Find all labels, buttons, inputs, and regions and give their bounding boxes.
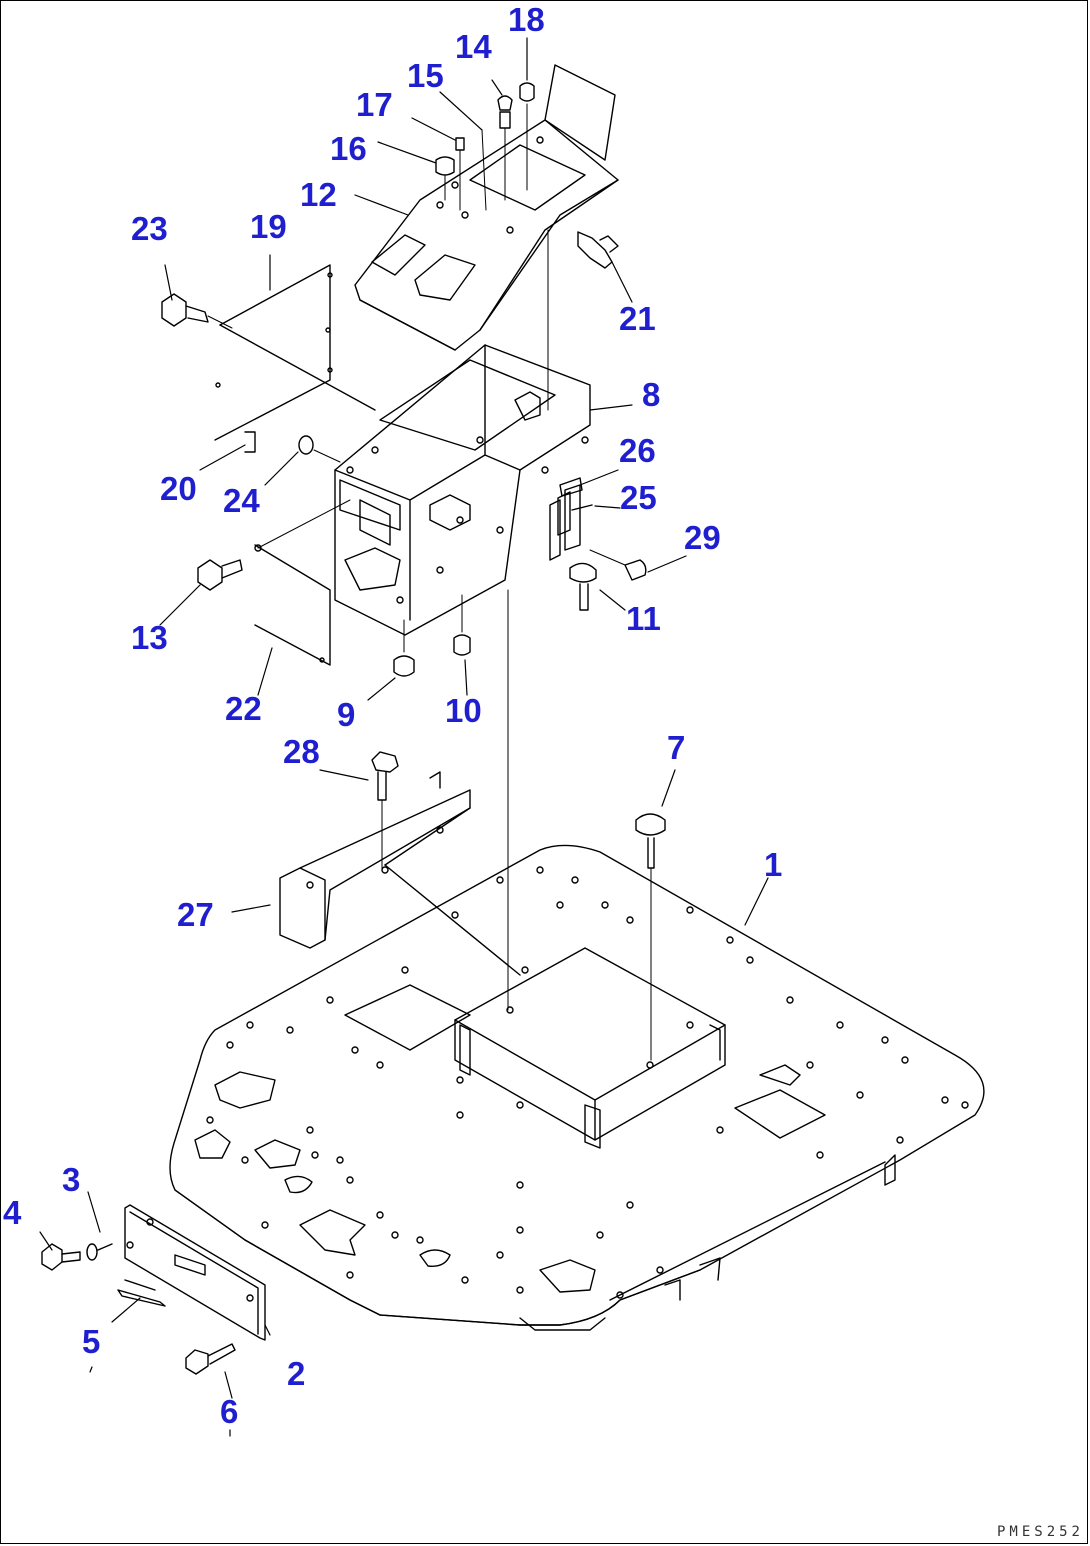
bolt-23 [161,293,233,329]
callout-4: 4 [3,1194,22,1231]
callout-26: 26 [619,432,656,469]
callout-28: 28 [283,733,320,770]
grommet-24 [298,435,341,463]
callout-1: 1 [764,846,783,883]
screw-15 [481,129,487,211]
console-cover-12 [354,64,619,351]
callout-5: 5 [82,1323,101,1360]
bolt-14 [497,95,513,201]
callout-21: 21 [619,300,656,337]
callout-29: 29 [684,519,721,556]
drawing-code: PMES252 [996,1524,1084,1540]
cap-10 [453,594,471,656]
switch-25 [557,491,593,536]
callout-20: 20 [160,470,197,507]
callout-7: 7 [667,729,686,766]
callout-22: 22 [225,690,262,727]
callout-23: 23 [131,210,168,247]
bolt-4 [41,1243,81,1271]
bolt-21 [577,231,619,269]
cap-16 [435,156,455,201]
floor-plate [169,844,985,1331]
callout-11: 11 [626,600,661,637]
cap-9 [393,619,415,677]
callout-14: 14 [455,28,492,65]
panel-22 [254,499,351,666]
callout-8: 8 [642,376,661,413]
bracket-27 [279,771,521,976]
clip-20 [244,431,256,453]
side-plate [124,1204,266,1341]
bolt-6 [185,1343,236,1375]
panel-19 [214,264,376,441]
bolt-28 [371,751,399,871]
callout-12: 12 [300,176,337,213]
callout-6: 6 [220,1393,239,1430]
console-frame-8 [334,229,591,1011]
callout-9: 9 [337,696,356,733]
callout-18: 18 [508,1,545,38]
bolt-7 [635,813,666,1061]
callout-3: 3 [62,1161,81,1198]
callout-15: 15 [407,57,444,94]
callout-24: 24 [223,482,260,519]
callout-17: 17 [356,86,393,123]
spacer-5 [117,1279,166,1307]
callout-13: 13 [131,619,168,656]
callout-19: 19 [250,208,287,245]
callout-2: 2 [287,1355,306,1392]
washer-3 [86,1243,113,1261]
callout-16: 16 [330,130,367,167]
callout-25: 25 [620,479,657,516]
cap-18 [519,82,535,191]
callout-27: 27 [177,896,214,933]
leader-lines [39,37,769,1437]
bracket-26 [559,477,583,497]
bolt-17 [455,137,465,211]
cap-29 [589,549,647,581]
bolt-13 [197,559,243,591]
bolt-11 [569,562,597,611]
callout-10: 10 [445,692,482,729]
floor-plate-holes [206,866,969,1299]
